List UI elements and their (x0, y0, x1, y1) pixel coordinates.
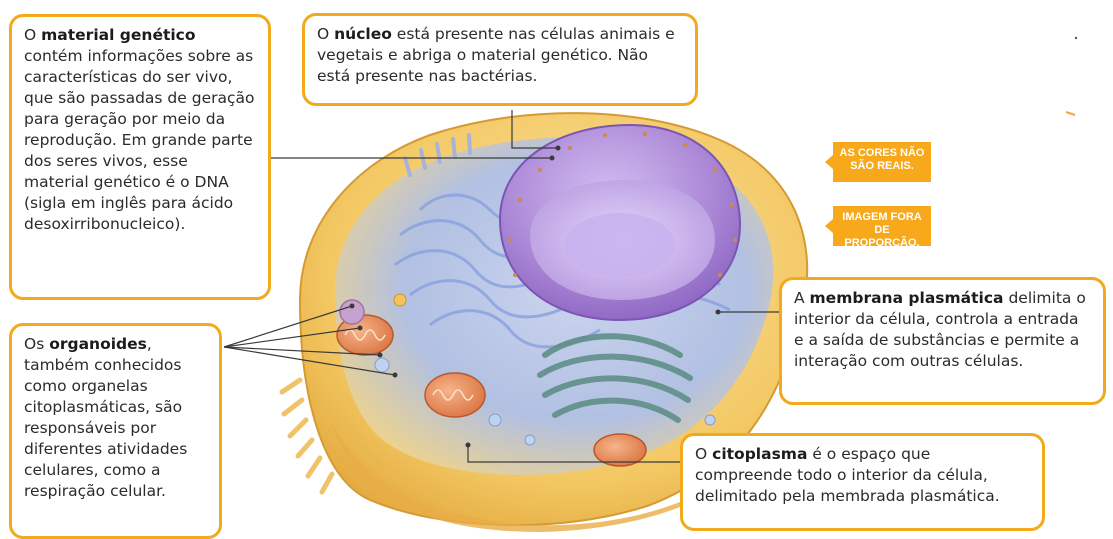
callout-lead: O (695, 445, 712, 463)
callout-term: citoplasma (712, 445, 807, 463)
callout-citoplasma: O citoplasma é o espaço que compreende t… (680, 433, 1045, 531)
callout-nucleo: O núcleo está presente nas células anima… (302, 13, 698, 106)
callout-term: organoides (49, 335, 147, 353)
note-pointer (825, 219, 833, 233)
callout-organoides: Os organoides, também conhecidos como or… (9, 323, 222, 539)
decor-dot (1075, 37, 1077, 39)
callout-text: , também conhecidos como organelas citop… (24, 335, 187, 500)
nucleus (500, 125, 740, 320)
callout-membrana: A membrana plasmática delimita o interio… (779, 277, 1106, 405)
callout-lead: A (794, 289, 810, 307)
callout-lead: O (317, 25, 334, 43)
note-cores-nao-reais: AS CORES NÃO SÃO REAIS. (833, 142, 931, 182)
callout-text: contém informações sobre as característi… (24, 47, 255, 233)
callout-lead: Os (24, 335, 49, 353)
callout-lead: O (24, 26, 41, 44)
callout-term: membrana plasmática (810, 289, 1004, 307)
note-text: IMAGEM FORA DE PROPORÇÃO. (842, 211, 921, 249)
decor-mark (1066, 112, 1075, 115)
callout-material-genetico: O material genético contém informações s… (9, 14, 271, 300)
callout-term: núcleo (334, 25, 392, 43)
note-text: AS CORES NÃO SÃO REAIS. (840, 147, 925, 172)
callout-term: material genético (41, 26, 195, 44)
note-fora-de-proporcao: IMAGEM FORA DE PROPORÇÃO. (833, 206, 931, 246)
note-pointer (825, 155, 833, 169)
